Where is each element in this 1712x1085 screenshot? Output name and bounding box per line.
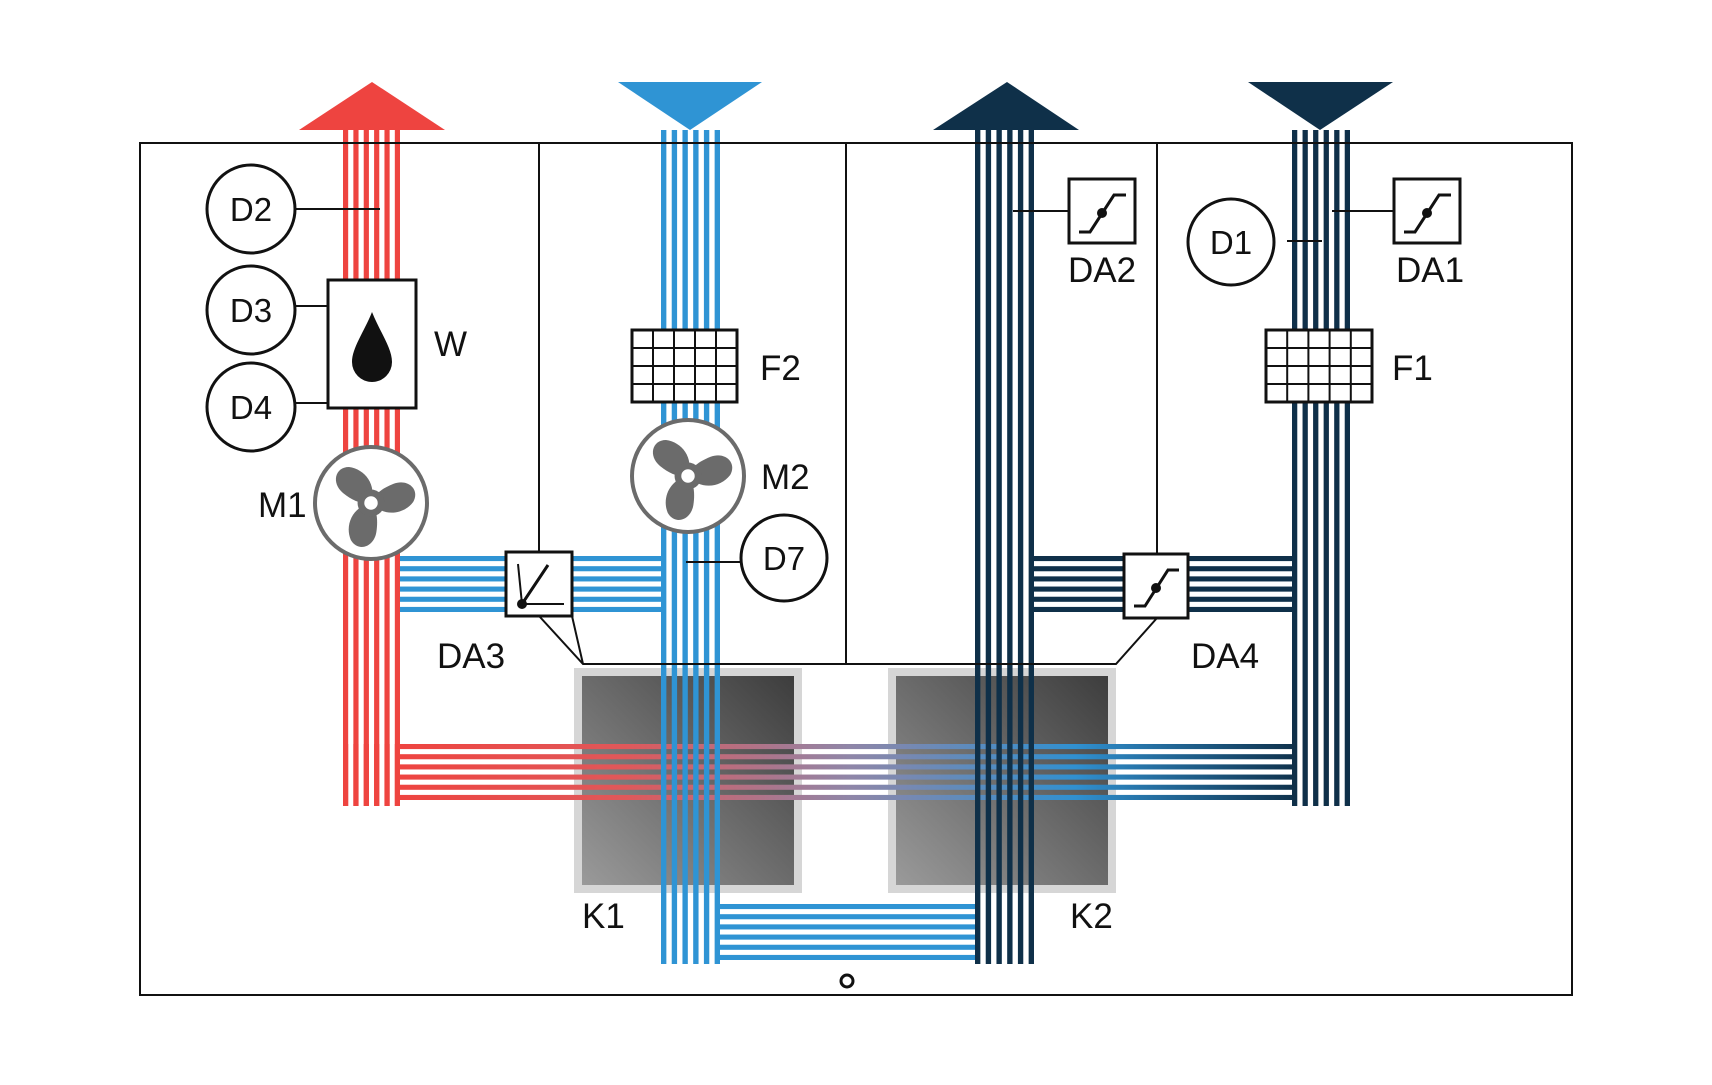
extract-stripe [1007,130,1013,964]
outdoor-stripe [1344,130,1350,806]
supply-leg-stripe [384,744,390,806]
extract-stripe [1017,130,1024,964]
supply-arrow-up [299,82,445,130]
sensor-d7-label: D7 [763,540,805,577]
outdoor-stripe [1323,130,1329,806]
fresh-stripe [661,130,667,964]
duct-fresh-air [661,130,720,964]
fresh-stripe [671,130,678,964]
recovery-link-stripe [398,784,1294,790]
recovery-link-stripe [398,764,1294,770]
exhaust-arrow-up [933,82,1079,130]
bypass-link-stripe [718,904,976,910]
sensor-d7: D7 [739,513,829,603]
da3-link [571,615,584,665]
supply-leg-stripe [353,744,359,806]
extract-stripe [975,130,981,964]
damper-da2 [1067,177,1137,245]
sensor-d3-label: D3 [230,292,272,329]
sensor-d4: D4 [205,361,297,453]
heat-exchanger-k1 [574,668,802,893]
recovery-link-stripe [398,794,1294,800]
fan-m2 [630,418,746,534]
extract-stripe [1028,130,1034,964]
damper-da4 [1122,552,1190,620]
filter-f2-label: F2 [760,349,801,388]
unit-housing [139,142,1573,996]
supply-leg-stripe [394,744,400,806]
sensor-d4-label: D4 [230,389,272,426]
outdoor-arrow-down [1248,82,1393,130]
sensor-d2-label: D2 [230,191,272,228]
drain-port [839,973,855,989]
filter-f1 [1264,328,1374,404]
supply-leg-stripe [374,744,380,806]
duct-extract-air [975,130,1034,964]
filter-f1-label: F1 [1392,349,1433,388]
sensor-d1: D1 [1186,197,1276,287]
recovery-link-stripe [398,754,1294,760]
outdoor-stripe [1292,130,1298,806]
intake-arrow-down [618,82,762,130]
fan-m1-label: M1 [258,486,307,525]
fresh-stripe [703,130,710,964]
bypass-link-stripe [718,944,976,950]
sensor-d2: D2 [205,163,297,255]
filter-f2 [630,328,739,404]
bypass-link-stripe [718,954,976,960]
bypass-link-stripe [718,924,976,930]
duct-outdoor-air [1292,130,1350,806]
duct-bottom-bypass [718,904,976,960]
sensor-d3: D3 [205,264,297,356]
supply-leg-stripe [363,744,369,806]
outdoor-stripe [1334,130,1340,806]
humidifier-label: W [434,325,467,364]
damper-da2-label: DA2 [1068,251,1136,290]
damper-da3 [504,550,574,618]
recovery-link-stripe [398,744,1294,750]
outdoor-stripe [1302,130,1308,806]
supply-leg-stripe [343,744,349,806]
bypass-link-stripe [718,914,976,920]
humidifier-w [326,278,418,410]
outdoor-stripe [1313,130,1319,806]
duct-heat-recovery-link [398,744,1294,800]
sensor-d1-label: D1 [1210,224,1252,261]
damper-da1-label: DA1 [1396,251,1464,290]
heat-exchanger-k2 [888,668,1116,893]
damper-da3-label: DA3 [437,637,505,676]
fan-m2-label: M2 [761,458,810,497]
extract-stripe [985,130,992,964]
fresh-stripe [693,130,699,964]
damper-da4-label: DA4 [1191,637,1259,676]
water-drop-icon [352,312,392,382]
fresh-stripe [714,130,720,964]
recovery-link-stripe [398,774,1294,780]
extract-stripe [996,130,1002,964]
damper-da1 [1392,177,1462,245]
bypass-link-stripe [718,934,976,940]
fan-m1 [313,445,429,561]
heat-exchanger-k2-label: K2 [1070,897,1113,936]
fresh-stripe [682,130,688,964]
heat-exchanger-k1-label: K1 [582,897,625,936]
